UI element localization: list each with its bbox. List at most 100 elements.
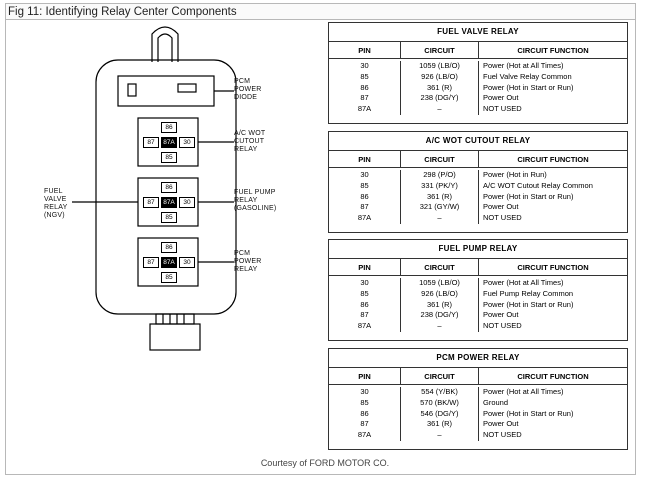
- table-cell: 30: [360, 170, 369, 179]
- fuel-pump-relay-pin-85: 85: [161, 212, 177, 223]
- table-cell: 1059 (LB/O): [419, 278, 460, 287]
- pcm-power-relay-pin-30: 30: [179, 257, 195, 268]
- table-column: Power (Hot at All Times)Fuel Valve Relay…: [479, 61, 627, 115]
- column-header: CIRCUIT FUNCTION: [517, 262, 589, 272]
- fuel-pump-relay-pin-30: 30: [179, 197, 195, 208]
- table-cell: 361 (R): [426, 82, 452, 92]
- table-cell: Power (Hot at All Times): [483, 387, 564, 396]
- table-cell: 86: [360, 82, 369, 92]
- column-header: CIRCUIT: [401, 42, 479, 58]
- column-header: PIN: [329, 368, 401, 384]
- table-cell: 298 (P/O): [423, 170, 456, 179]
- table-title: FUEL PUMP RELAY: [329, 240, 627, 259]
- ac-wot-cutout-relay-pin-86: 86: [161, 122, 177, 133]
- table-cell: 30: [360, 387, 369, 396]
- table-cell: NOT USED: [483, 104, 522, 114]
- table-cell: –: [437, 321, 442, 331]
- table-cell: Power Out: [483, 310, 519, 320]
- pcm-power-relay-pin-87: 87: [143, 257, 159, 268]
- table-cell: 321 (GY/W): [419, 202, 460, 212]
- table-cell: 87A: [357, 104, 372, 114]
- table-cell: Power (Hot in Start or Run): [483, 299, 574, 309]
- ac-wot-cutout-relay-pin-87a: 87A: [161, 137, 177, 148]
- table-cell: 87: [360, 310, 369, 320]
- table-cell: Power (Hot at All Times): [483, 61, 564, 70]
- table-cell: 87A: [357, 213, 372, 223]
- column-header: PIN: [329, 151, 401, 167]
- table-cell: Ground: [483, 397, 509, 407]
- table-cell: Power Out: [483, 202, 519, 212]
- figure-title: Fig 11: Identifying Relay Center Compone…: [6, 4, 635, 20]
- ac-wot-cutout-relay-label: A/C WOT CUTOUT RELAY: [234, 130, 266, 153]
- table-cell: 926 (LB/O): [421, 288, 458, 298]
- table-column: 298 (P/O)331 (PK/Y)361 (R)321 (GY/W)–: [401, 170, 479, 224]
- table-column: 1059 (LB/O)926 (LB/O)361 (R)238 (DG/Y)–: [401, 61, 479, 115]
- table-cell: 926 (LB/O): [421, 71, 458, 81]
- table-cell: 546 (DG/Y): [420, 408, 459, 418]
- table-cell: 85: [360, 71, 369, 81]
- table-cell: 238 (DG/Y): [420, 310, 459, 320]
- column-header: CIRCUIT FUNCTION: [517, 371, 589, 381]
- table-cell: 361 (R): [426, 191, 452, 201]
- table-column: 554 (Y/BK)570 (BK/W)546 (DG/Y)361 (R)–: [401, 387, 479, 441]
- bottom-connector-lower: [149, 323, 201, 351]
- figure-frame: [5, 3, 636, 475]
- table-cell: 86: [360, 299, 369, 309]
- ac-wot-cutout-relay-pin-85: 85: [161, 152, 177, 163]
- table-title: FUEL VALVE RELAY: [329, 23, 627, 42]
- fuel-pump-relay-pin-86: 86: [161, 182, 177, 193]
- table-cell: NOT USED: [483, 213, 522, 223]
- table-cell: 85: [360, 397, 369, 407]
- table-cell: 87A: [357, 430, 372, 440]
- table-cell: 554 (Y/BK): [421, 387, 458, 396]
- table-cell: 87: [360, 93, 369, 103]
- table-column: Power (Hot at All Times)Fuel Pump Relay …: [479, 278, 627, 332]
- table-cell: Fuel Valve Relay Common: [483, 71, 572, 81]
- mounting-tab-inner: [157, 33, 173, 62]
- table-cell: Fuel Pump Relay Common: [483, 288, 574, 298]
- column-header: CIRCUIT: [401, 368, 479, 384]
- table-cell: 238 (DG/Y): [420, 93, 459, 103]
- table-cell: 86: [360, 408, 369, 418]
- pcm-power-diode-label: PCM POWER DIODE: [234, 78, 262, 101]
- pcm-power-diode: [117, 75, 215, 107]
- table-cell: 87: [360, 202, 369, 212]
- bottom-connector: [155, 313, 195, 325]
- fuel-pump-relay-pin-87: 87: [143, 197, 159, 208]
- table-cell: A/C WOT Cutout Relay Common: [483, 180, 593, 190]
- table-cell: Power Out: [483, 93, 519, 103]
- table-cell: Power (Hot in Run): [483, 170, 547, 179]
- pcm-power-relay-pin-86: 86: [161, 242, 177, 253]
- table-cell: 361 (R): [426, 419, 452, 429]
- fuel-pump-relay-pin-87a: 87A: [161, 197, 177, 208]
- table-cell: 86: [360, 191, 369, 201]
- table-title: PCM POWER RELAY: [329, 349, 627, 368]
- relay-center-drawing: [72, 26, 237, 351]
- table-cell: Power (Hot in Start or Run): [483, 82, 574, 92]
- table-cell: 30: [360, 278, 369, 287]
- table-cell: –: [437, 104, 442, 114]
- table-cell: Power (Hot in Start or Run): [483, 191, 574, 201]
- table-cell: 331 (PK/Y): [421, 180, 458, 190]
- table-cell: Power (Hot in Start or Run): [483, 408, 574, 418]
- fuel-pump-relay-label: FUEL PUMP RELAY (GASOLINE): [234, 189, 277, 212]
- ac-wot-cutout-relay-pin-87: 87: [143, 137, 159, 148]
- mounting-tab: [151, 26, 179, 62]
- column-header: PIN: [329, 42, 401, 58]
- pcm-power-relay-pin-87a: 87A: [161, 257, 177, 268]
- table-cell: 85: [360, 180, 369, 190]
